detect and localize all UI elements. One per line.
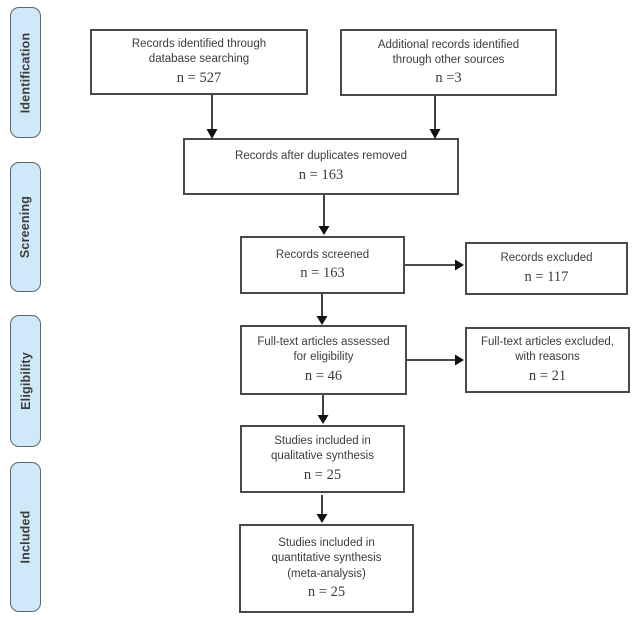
- box-duplicates-removed: Records after duplicates removed n = 163: [183, 138, 459, 195]
- box-label: database searching: [148, 53, 250, 66]
- box-qualitative-synthesis: Studies included in qualitative synthesi…: [240, 425, 405, 493]
- stage-identification: Identification: [10, 7, 41, 138]
- box-label: Records identified through: [131, 38, 267, 51]
- box-count: n = 163: [300, 265, 345, 282]
- box-label: Studies included in: [278, 537, 375, 550]
- box-records-database-search: Records identified through database sear…: [90, 29, 308, 95]
- box-label: Records after duplicates removed: [235, 150, 407, 163]
- box-count: n = 163: [298, 166, 344, 183]
- box-count: n = 46: [304, 367, 343, 384]
- arrow-duplicates-to-screened: [318, 195, 330, 235]
- box-count: n = 25: [307, 583, 346, 600]
- box-additional-records: Additional records identified through ot…: [340, 29, 557, 96]
- box-label: Records screened: [275, 248, 370, 261]
- arrow-qualitative-to-quantitative: [316, 495, 328, 523]
- box-label: Additional records identified: [377, 38, 520, 51]
- stage-identification-label: Identification: [18, 32, 33, 113]
- arrow-fulltext-to-ftexcluded: [407, 354, 464, 366]
- box-quantitative-synthesis: Studies included in quantitative synthes…: [239, 524, 414, 613]
- box-records-screened: Records screened n = 163: [240, 236, 405, 294]
- box-count: n =3: [435, 70, 462, 87]
- arrow-othersources-to-duplicates: [429, 96, 441, 139]
- box-fulltext-excluded: Full-text articles excluded, with reason…: [465, 327, 630, 393]
- stage-included: Included: [10, 462, 41, 612]
- box-label: Studies included in: [274, 435, 371, 448]
- box-count: n = 25: [303, 466, 342, 483]
- stage-screening: Screening: [10, 162, 41, 292]
- box-label: for eligibility: [293, 351, 354, 364]
- box-label: qualitative synthesis: [271, 450, 374, 463]
- box-records-excluded: Records excluded n = 117: [465, 242, 628, 295]
- box-label: Full-text articles excluded,: [481, 336, 614, 349]
- box-count: n = 117: [524, 268, 569, 285]
- stage-eligibility: Eligibility: [10, 315, 41, 447]
- box-label: Full-text articles assessed: [257, 336, 390, 349]
- arrow-screened-to-fulltext: [316, 294, 328, 325]
- arrow-dbsearch-to-duplicates: [206, 95, 218, 139]
- box-label: through other sources: [392, 53, 505, 66]
- stage-included-label: Included: [18, 510, 33, 564]
- arrow-screened-to-excluded: [405, 259, 464, 271]
- stage-eligibility-label: Eligibility: [18, 352, 33, 410]
- stage-screening-label: Screening: [18, 195, 33, 259]
- box-count: n = 21: [528, 367, 567, 384]
- box-count: n = 527: [176, 69, 222, 86]
- box-label: (meta-analysis): [287, 567, 366, 580]
- box-label: quantitative synthesis: [271, 552, 382, 565]
- box-label: with reasons: [515, 351, 580, 364]
- box-fulltext-assessed: Full-text articles assessed for eligibil…: [240, 325, 407, 395]
- arrow-fulltext-to-qualitative: [317, 395, 329, 424]
- box-label: Records excluded: [500, 252, 593, 265]
